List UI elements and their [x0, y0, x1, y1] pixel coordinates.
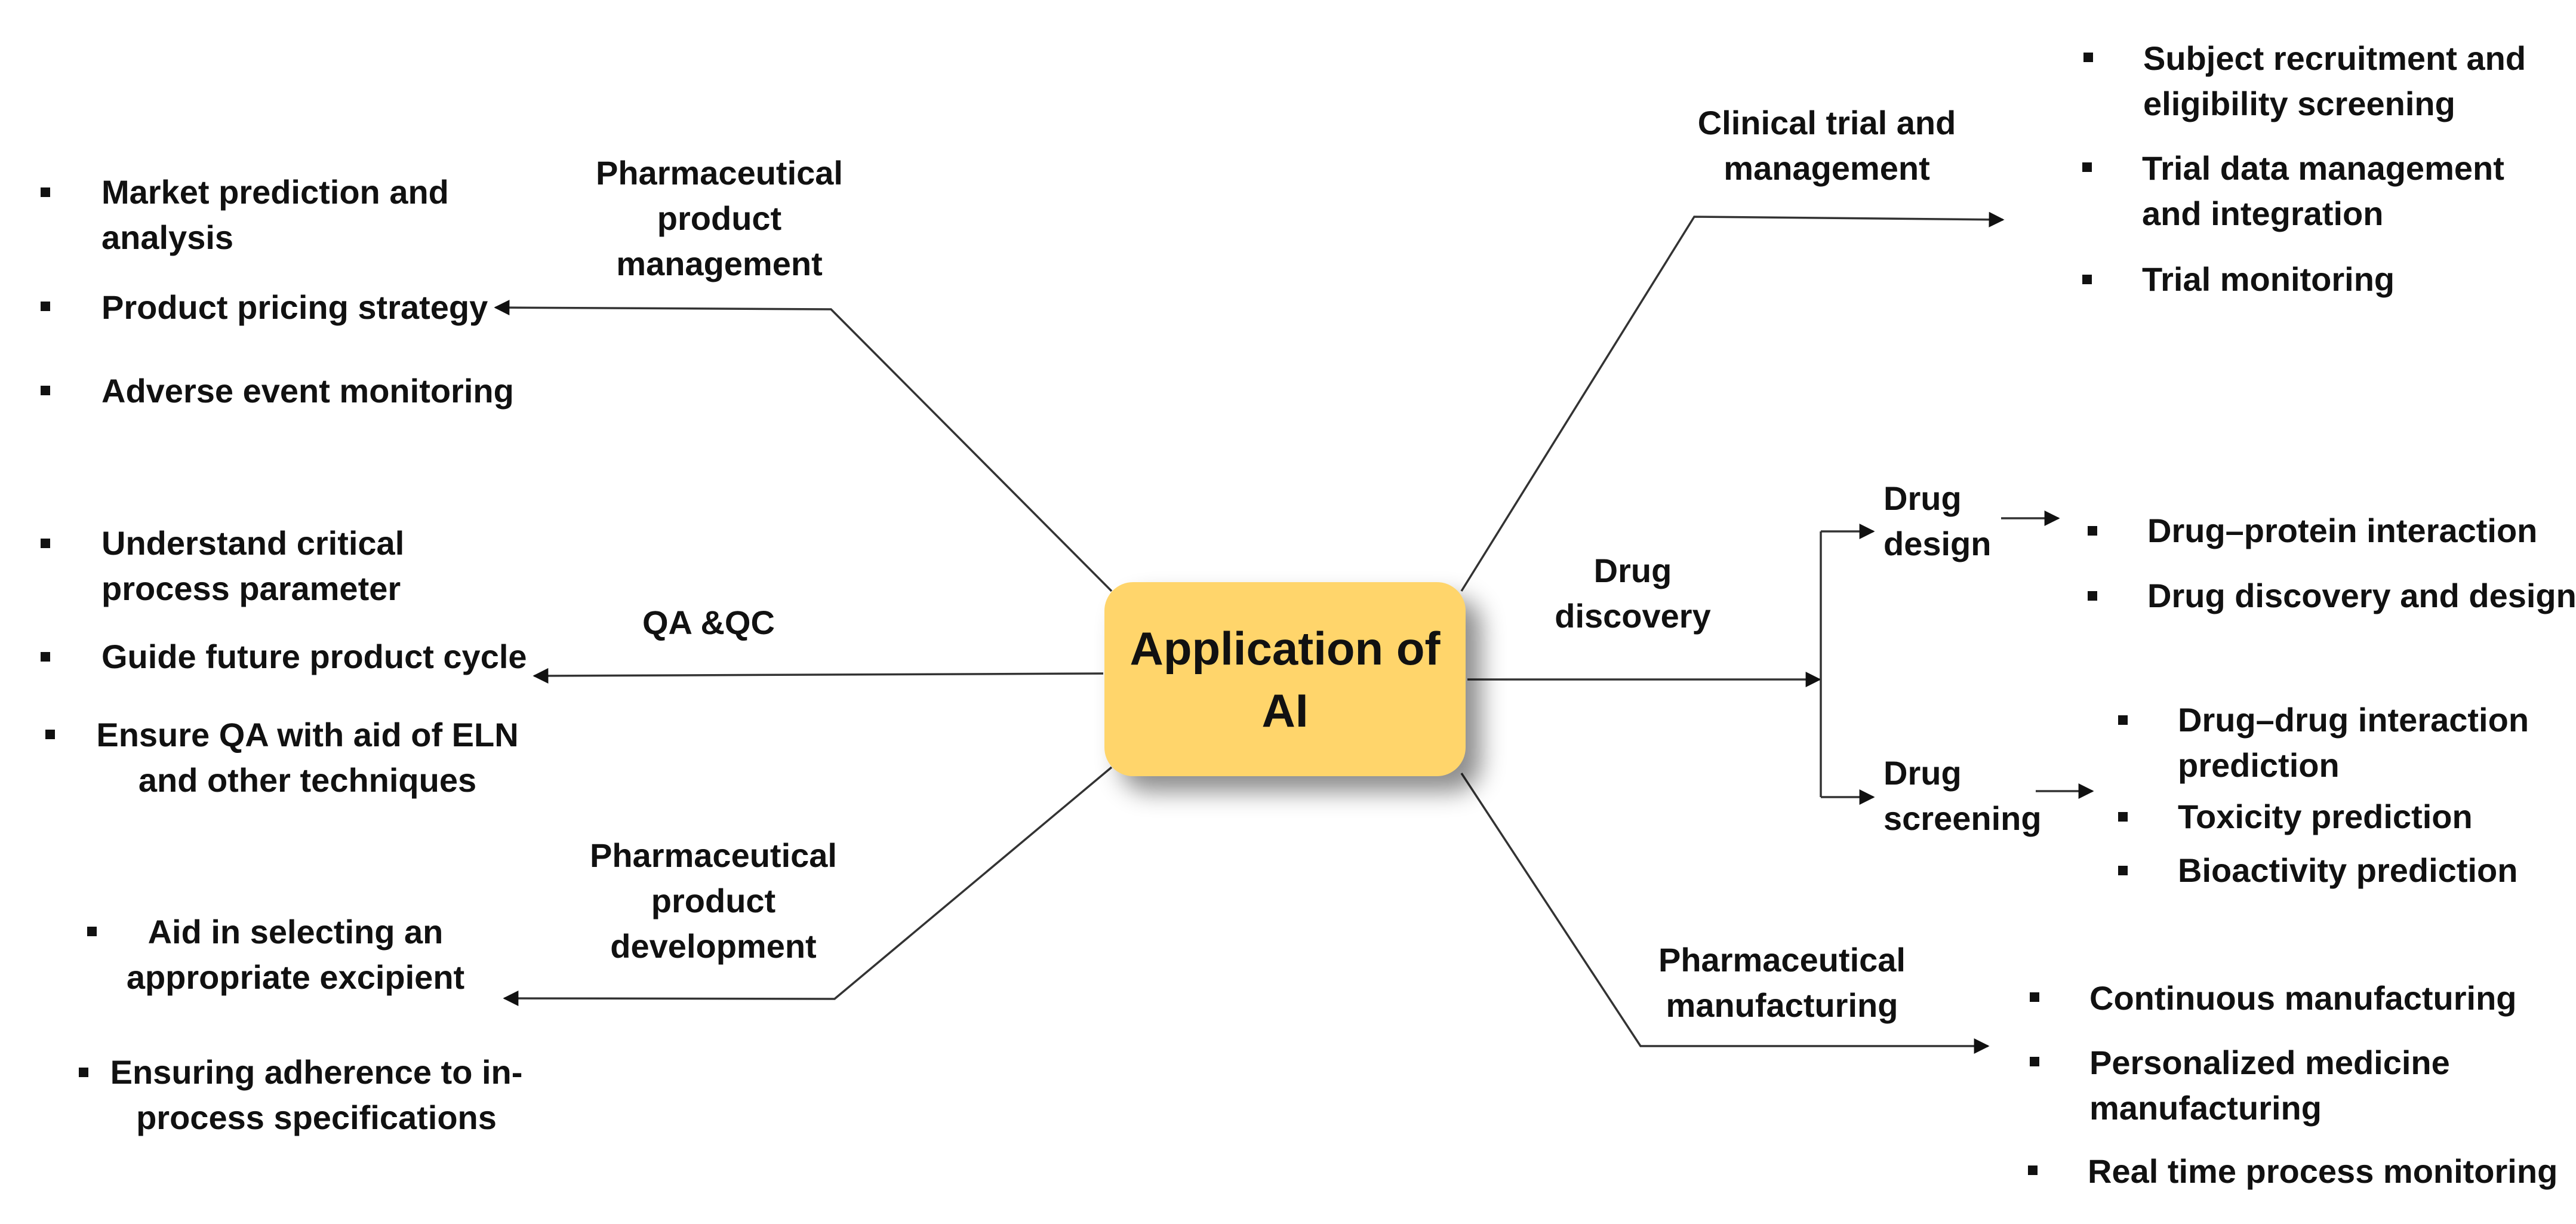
item-toxicity: Toxicity prediction	[2178, 798, 2473, 835]
item-future-product-cycle: Guide future product cycle	[101, 638, 527, 675]
bullet	[2030, 992, 2039, 1002]
item-trial-data: Trial data management and integration	[2142, 149, 2504, 232]
item-real-time-monitoring: Real time process monitoring	[2088, 1152, 2558, 1190]
bullet	[41, 187, 50, 197]
bullet	[2082, 162, 2092, 172]
connector-product-management	[494, 300, 1113, 592]
item-excipient: Aid in selecting an appropriate excipien…	[126, 913, 465, 996]
item-drug-protein: Drug–protein interaction	[2147, 512, 2538, 549]
bullet	[2088, 526, 2097, 536]
item-ensure-qa: Ensure QA with aid of ELN and other tech…	[96, 716, 519, 799]
bullet	[45, 730, 55, 739]
bullet	[2118, 715, 2128, 725]
item-bioactivity: Bioactivity prediction	[2178, 851, 2518, 889]
bullet	[87, 927, 97, 936]
bullet	[2082, 275, 2092, 284]
item-subject-recruitment: Subject recruitment and eligibility scre…	[2143, 39, 2526, 122]
bullet	[79, 1068, 88, 1077]
item-drug-drug: Drug–drug interaction prediction	[2178, 701, 2529, 784]
branch-label-product-management: Pharmaceutical product management	[596, 154, 843, 282]
branch-label-clinical-trial: Clinical trial and management	[1697, 104, 1956, 187]
bullet	[2030, 1057, 2039, 1066]
branch-label-manufacturing: Pharmaceutical manufacturing	[1658, 941, 1906, 1024]
sub-branch-label-drug-screening: Drug screening	[1883, 754, 2042, 837]
branch-label-drug-discovery: Drug discovery	[1555, 552, 1711, 635]
item-adverse-event: Adverse event monitoring	[101, 372, 514, 410]
item-continuous-manufacturing: Continuous manufacturing	[2089, 979, 2517, 1017]
center-label: Application of AI	[1129, 622, 1441, 737]
item-in-process-specs: Ensuring adherence to in-process specifi…	[110, 1053, 523, 1136]
connector-clinical-trial	[1460, 211, 2005, 592]
bullet	[2118, 812, 2128, 822]
bullet	[2028, 1165, 2038, 1175]
item-critical-process: Understand critical process parameter	[101, 524, 405, 607]
item-personalized-medicine: Personalized medicine manufacturing	[2089, 1044, 2450, 1127]
sub-branch-label-drug-design: Drug design	[1883, 479, 1992, 562]
bullet	[41, 302, 50, 311]
bullet	[41, 652, 50, 662]
bullet	[2088, 591, 2097, 601]
item-trial-monitoring: Trial monitoring	[2142, 260, 2395, 298]
item-product-pricing: Product pricing strategy	[101, 288, 488, 326]
connector-manufacturing	[1460, 773, 1990, 1054]
bullet	[41, 539, 50, 548]
item-market-prediction: Market prediction and analysis	[101, 173, 449, 256]
branch-label-product-development: Pharmaceutical product development	[590, 836, 837, 965]
connector-product-development	[503, 766, 1113, 1007]
item-drug-discovery-design: Drug discovery and design	[2147, 577, 2576, 614]
center-node: Application of AI	[1104, 582, 1466, 776]
connector-qa-qc	[533, 668, 1104, 684]
bullet	[2118, 866, 2128, 875]
bullet	[2083, 53, 2093, 62]
bullet	[41, 386, 50, 395]
branch-label-qa-qc: QA &QC	[642, 604, 775, 641]
